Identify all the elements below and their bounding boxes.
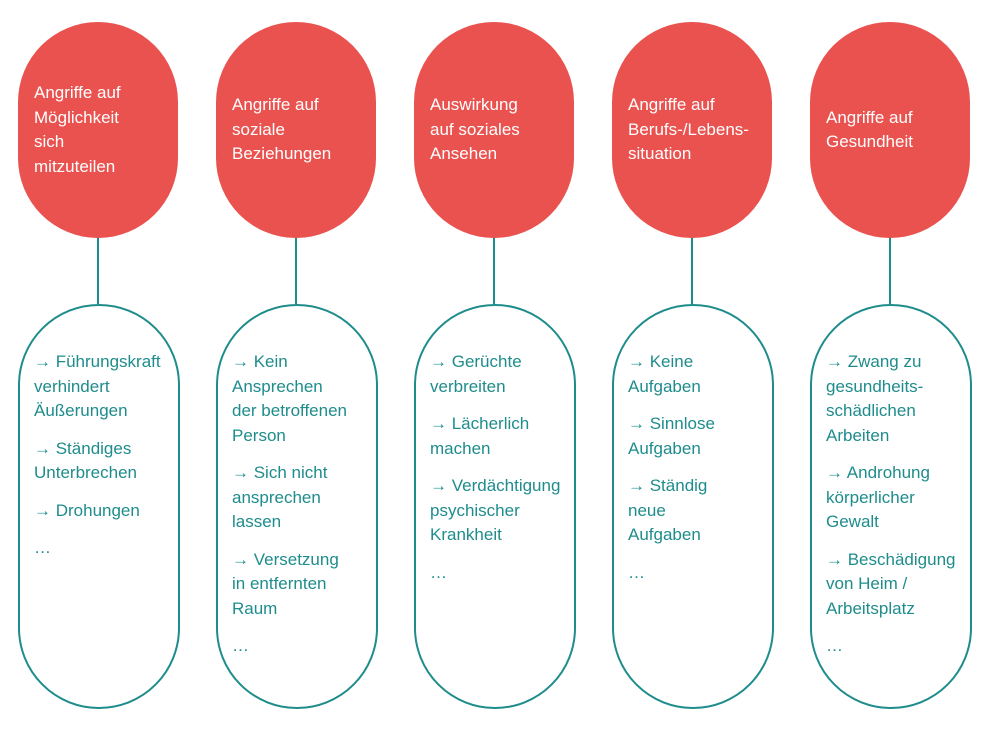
more-ellipsis: … [34,538,51,557]
category-header: Angriffe auf Gesundheit [810,22,970,238]
connector-line [889,238,891,304]
connector-line [493,238,495,304]
category-column-social-reputation: Auswirkung auf soziales Ansehen → Gerüch… [414,22,576,722]
category-examples: → Führungskraft verhindert Äußerungen → … [18,304,180,709]
more-ellipsis: … [628,562,645,582]
category-title: Auswirkung auf soziales Ansehen [430,95,520,164]
category-examples: → Gerüchte verbreiten → Lächerlich mache… [414,304,576,709]
category-header: Auswirkung auf soziales Ansehen [414,22,574,238]
example-item: → Drohungen [34,500,140,520]
connector-line [97,238,99,304]
connector-line [691,238,693,304]
category-column-communication: Angriffe auf Möglichkeit sich mitzuteile… [18,22,180,722]
example-item: → Zwang zu gesundheits- schädlichen Arbe… [826,352,924,445]
category-examples: → Kein Ansprechen der betroffenen Person… [216,304,378,709]
example-item: → Ständig neue Aufgaben [628,476,708,544]
example-item: → Sich nicht ansprechen lassen [232,463,328,531]
category-examples: → Zwang zu gesundheits- schädlichen Arbe… [810,304,972,709]
example-item: → Beschädigung von Heim / Arbeitsplatz [826,549,956,618]
category-header: Angriffe auf Möglichkeit sich mitzuteile… [18,22,178,238]
example-item: → Kein Ansprechen der betroffenen Person [232,352,347,445]
more-ellipsis: … [826,636,843,655]
example-item: → Ständiges Unterbrechen [34,438,138,483]
category-examples: → Keine Aufgaben → Sinnlose Aufgaben → S… [612,304,774,709]
example-item: → Verdächtigung psychischer Krankheit [430,476,561,544]
category-title: Angriffe auf Berufs-/Lebens- situation [628,95,749,164]
category-header: Angriffe auf soziale Beziehungen [216,22,376,238]
example-item: → Lächerlich machen [430,414,530,458]
category-header: Angriffe auf Berufs-/Lebens- situation [612,22,772,238]
category-column-social-relations: Angriffe auf soziale Beziehungen → Kein … [216,22,378,722]
category-title: Angriffe auf Möglichkeit sich mitzuteile… [34,83,121,176]
category-column-health: Angriffe auf Gesundheit → Zwang zu gesun… [810,22,972,722]
category-title: Angriffe auf soziale Beziehungen [232,95,332,164]
category-title: Angriffe auf Gesundheit [826,107,913,152]
example-item: → Gerüchte verbreiten [430,352,522,396]
example-item: → Versetzung in entfernten Raum [232,549,339,618]
example-item: → Androhung körperlicher Gewalt [826,463,930,531]
category-column-work-situation: Angriffe auf Berufs-/Lebens- situation →… [612,22,774,722]
example-item: → Keine Aufgaben [628,352,701,396]
example-item: → Sinnlose Aufgaben [628,414,715,458]
more-ellipsis: … [232,636,249,655]
example-item: → Führungskraft verhindert Äußerungen [34,352,161,420]
more-ellipsis: … [430,562,447,582]
connector-line [295,238,297,304]
